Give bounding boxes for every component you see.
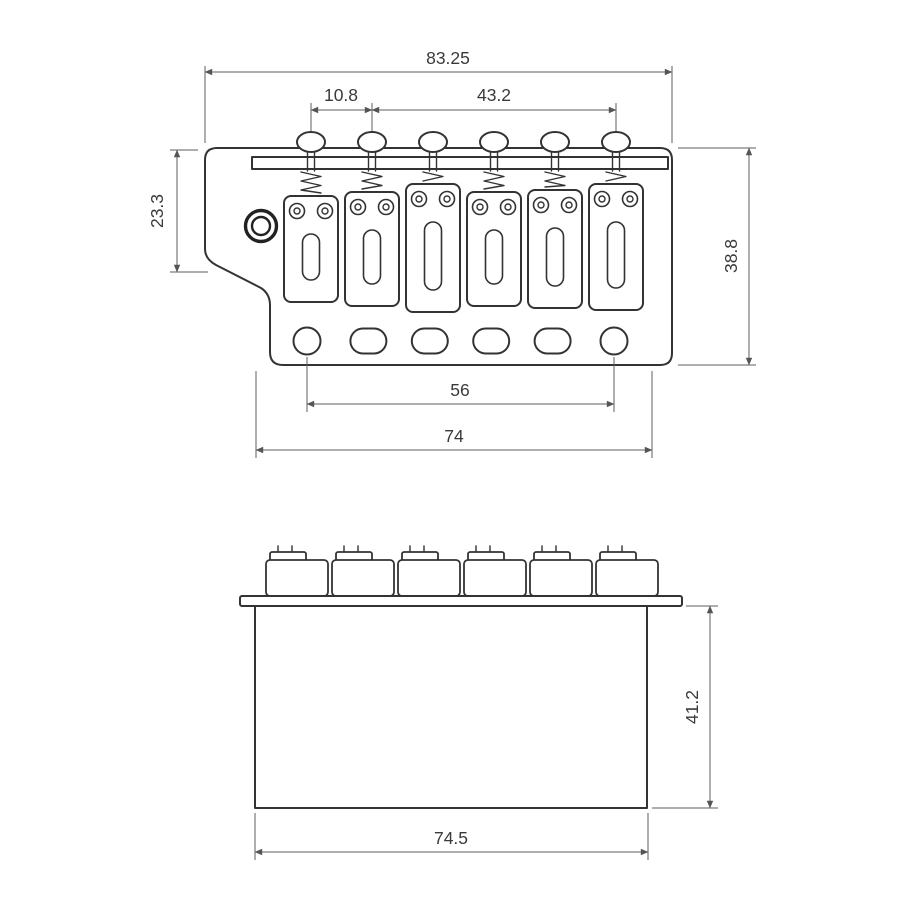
dim-label-plate-bottom-width: 74: [444, 426, 464, 446]
intonation-spring: [605, 171, 627, 182]
saddle-assembly: [588, 131, 644, 311]
height-screw-center: [354, 203, 362, 211]
height-screw: [438, 190, 456, 208]
tremolo-block: [254, 605, 648, 809]
plate-back-flange: [251, 156, 669, 170]
saddle-slot: [606, 221, 626, 289]
side-saddles-group: [265, 545, 659, 597]
saddle-assembly: [405, 131, 461, 313]
height-screw: [410, 190, 428, 208]
saddles-group: [283, 131, 644, 313]
dim-label-post-spacing: 10.8: [324, 85, 358, 105]
string-hole: [349, 327, 388, 355]
height-screw: [621, 190, 639, 208]
saddle-slot: [545, 227, 565, 287]
height-screw: [349, 198, 367, 216]
height-screw-center: [382, 203, 390, 211]
height-screw-center: [598, 195, 606, 203]
saddle-profile: [397, 545, 461, 597]
height-screw-center: [415, 195, 423, 203]
saddle-slot: [362, 229, 382, 285]
height-screw-center: [565, 201, 573, 209]
mount-screw-head: [357, 131, 387, 153]
height-screw-center: [537, 201, 545, 209]
saddle-profile: [529, 545, 593, 597]
dim-side-height: 41.2: [652, 605, 718, 809]
dim-post-spacing: 10.8: [310, 85, 373, 131]
tremolo-arm-hole-inner: [250, 215, 272, 237]
side-plate: [239, 595, 683, 607]
mount-screw-head: [479, 131, 509, 153]
saddle-assembly: [527, 131, 583, 309]
dim-side-width: 74.5: [254, 813, 649, 860]
top-view: 83.25 10.8 43.2 23.3 38.8: [147, 48, 756, 458]
string-hole: [410, 327, 449, 355]
string-hole: [292, 326, 322, 356]
height-screw-center: [504, 203, 512, 211]
dim-label-post-span: 43.2: [477, 85, 511, 105]
dim-plate-bottom-width: 74: [255, 371, 653, 458]
height-screw: [499, 198, 517, 216]
intonation-spring: [361, 171, 383, 190]
saddle-side-body: [463, 559, 527, 597]
saddle-slot: [423, 221, 443, 291]
height-screw: [532, 196, 550, 214]
height-screw-center: [626, 195, 634, 203]
string-hole: [533, 327, 572, 355]
dim-label-overall-height: 38.8: [721, 239, 741, 273]
height-screw: [593, 190, 611, 208]
intonation-spring: [483, 171, 505, 190]
dim-label-side-height: 41.2: [682, 690, 702, 724]
saddle-assembly: [283, 131, 339, 303]
intonation-spring: [422, 171, 444, 182]
saddle-side-body: [265, 559, 329, 597]
height-screw: [471, 198, 489, 216]
mount-screw-head: [418, 131, 448, 153]
dim-label-string-hole-span: 56: [450, 380, 469, 400]
dim-label-overall-width: 83.25: [426, 48, 470, 68]
height-screw-center: [476, 203, 484, 211]
dim-label-left-height: 23.3: [147, 194, 167, 228]
saddle-profile: [331, 545, 395, 597]
saddle-assembly: [466, 131, 522, 307]
mount-screw-head: [296, 131, 326, 153]
saddle-profile: [463, 545, 527, 597]
saddle-side-body: [595, 559, 659, 597]
dim-label-side-width: 74.5: [434, 828, 468, 848]
height-screw-center: [293, 207, 301, 215]
height-screw-center: [443, 195, 451, 203]
dim-post-span: 43.2: [371, 85, 617, 131]
dim-overall-width: 83.25: [204, 48, 673, 143]
saddle-assembly: [344, 131, 400, 307]
height-screw: [316, 202, 334, 220]
saddle-slot: [301, 233, 321, 281]
tremolo-arm-hole-outer: [243, 208, 279, 244]
saddle-slot: [484, 229, 504, 285]
height-screw-center: [321, 207, 329, 215]
saddle-profile: [265, 545, 329, 597]
dim-left-height: 23.3: [147, 149, 208, 273]
string-hole: [599, 326, 629, 356]
intonation-spring: [300, 171, 322, 194]
string-holes-group: [292, 326, 629, 356]
dim-overall-height: 38.8: [678, 147, 756, 366]
height-screw: [377, 198, 395, 216]
saddle-side-body: [397, 559, 461, 597]
intonation-spring: [544, 171, 566, 188]
height-screw: [560, 196, 578, 214]
mount-screw-head: [540, 131, 570, 153]
saddle-side-body: [331, 559, 395, 597]
height-screw: [288, 202, 306, 220]
saddle-profile: [595, 545, 659, 597]
side-view: 41.2 74.5: [239, 545, 718, 860]
string-hole: [472, 327, 511, 355]
dim-string-hole-span: 56: [306, 357, 615, 412]
saddle-side-body: [529, 559, 593, 597]
mount-screw-head: [601, 131, 631, 153]
